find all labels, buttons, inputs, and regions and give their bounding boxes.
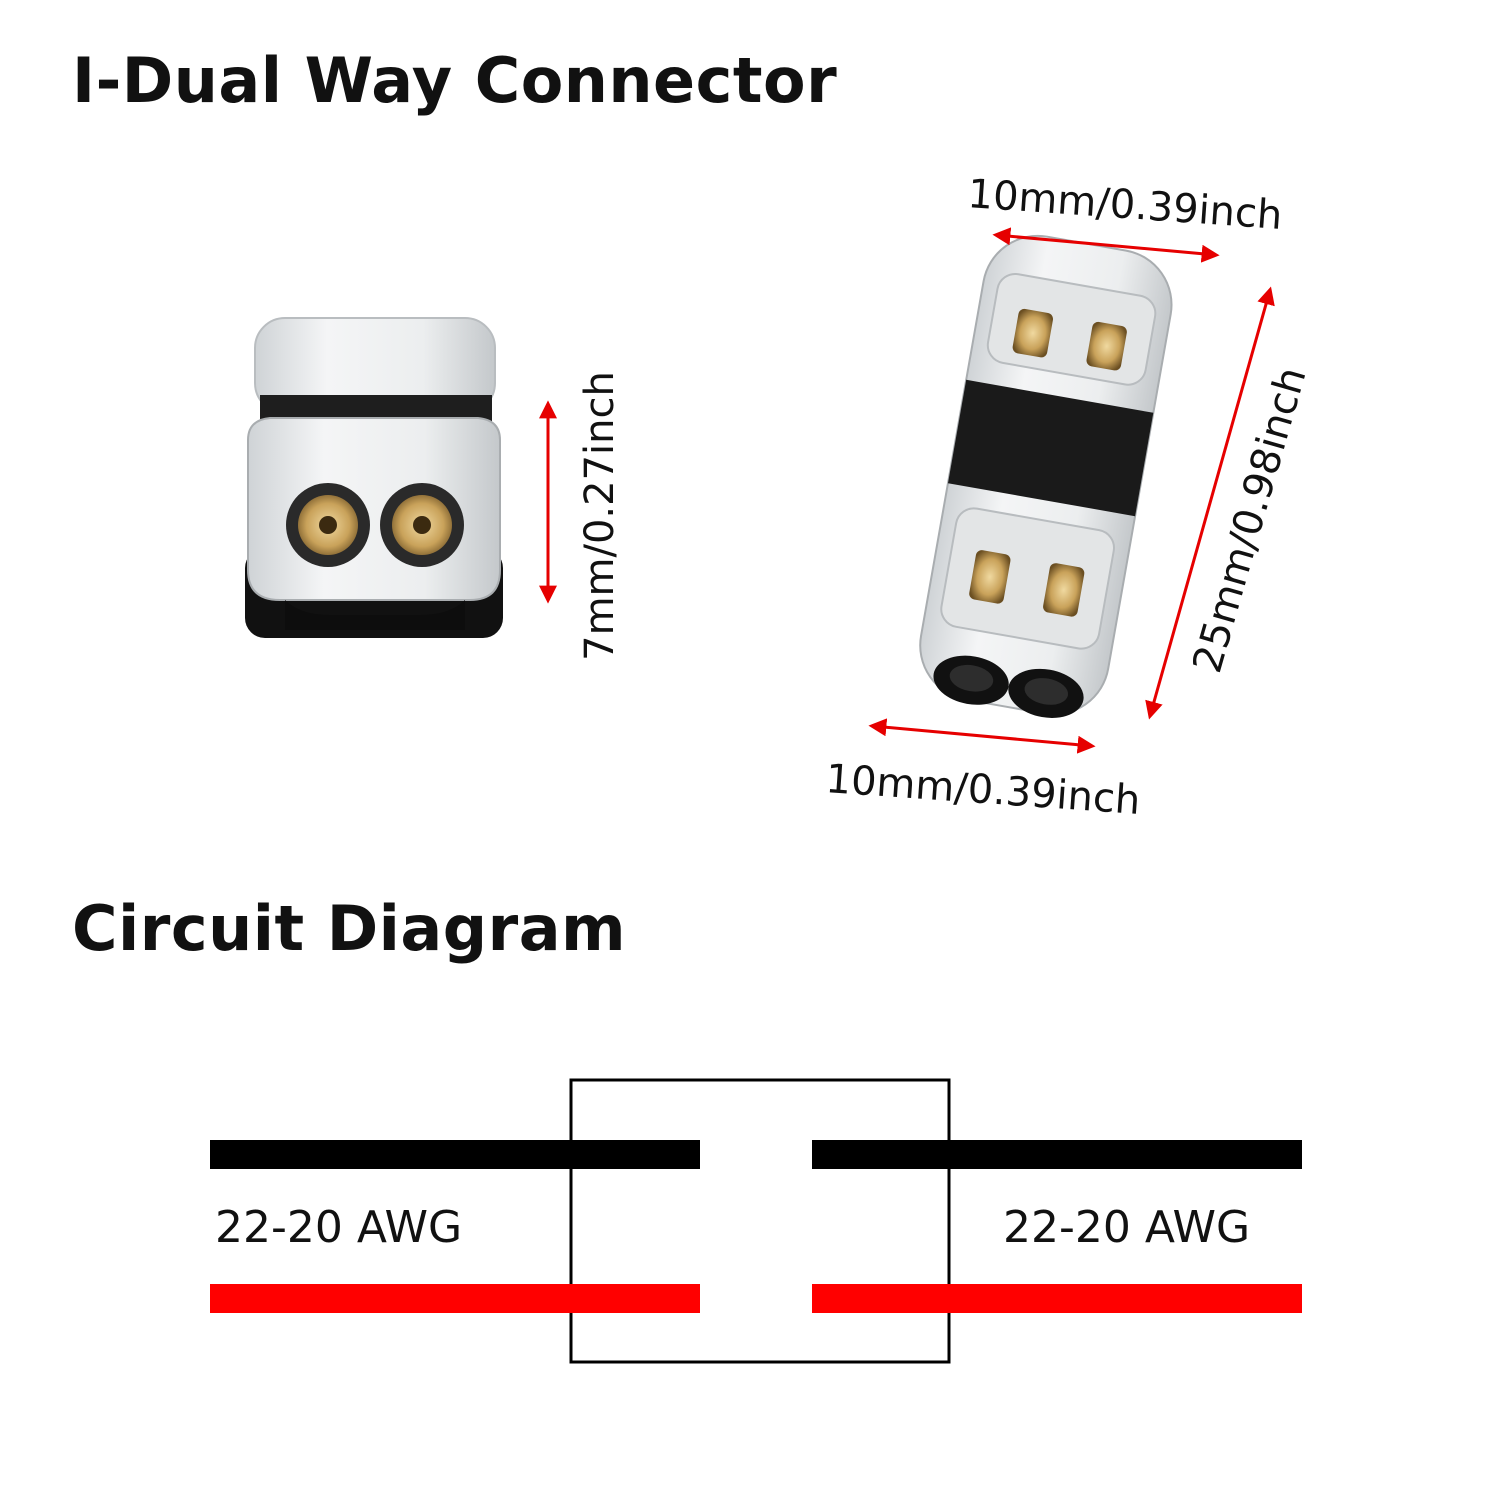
width-bottom-arrow: [868, 718, 1096, 754]
width-top-arrow: [992, 227, 1220, 263]
circuit-diagram-title: Circuit Diagram: [72, 892, 627, 965]
length-arrow: [1145, 286, 1275, 720]
left-wire-gauge-label: 22-20 AWG: [215, 1202, 463, 1253]
top-black-band: [947, 379, 1154, 517]
connector-top-view: [919, 234, 1173, 718]
left-red-wire: [210, 1284, 700, 1313]
right-wire-gauge-label: 22-20 AWG: [1003, 1202, 1251, 1253]
left-black-wire: [210, 1140, 700, 1169]
page-title: I-Dual Way Connector: [72, 44, 838, 117]
connector-box: [569, 1078, 951, 1364]
right-black-wire: [812, 1140, 1302, 1169]
connector-front-view: [245, 317, 503, 638]
right-red-wire: [812, 1284, 1302, 1313]
